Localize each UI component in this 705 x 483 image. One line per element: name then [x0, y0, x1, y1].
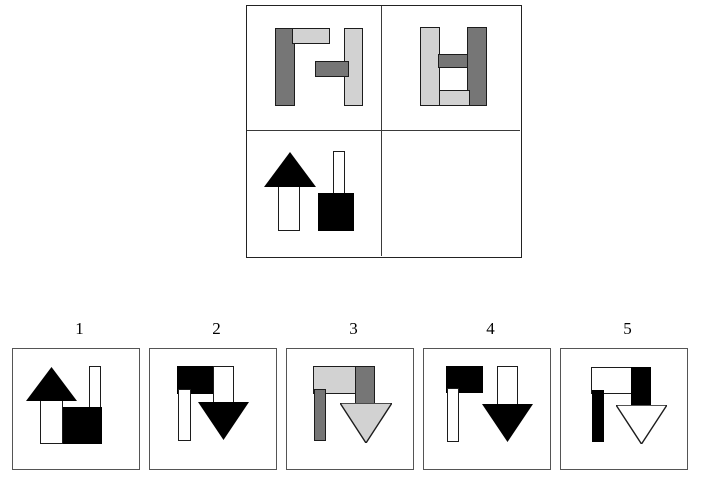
arrow-down-white-head — [616, 405, 667, 444]
option-5-number: 5 — [623, 319, 632, 338]
rect-white — [591, 367, 633, 394]
option-2-number: 2 — [212, 319, 221, 338]
option-5: 5 — [560, 318, 695, 483]
vertical-bar-dark — [314, 389, 326, 441]
vertical-bar-dark — [275, 28, 295, 106]
arrow-down-black-head — [482, 404, 533, 442]
matrix-cell-bottom-left[interactable] — [247, 131, 382, 256]
matrix-cell-top-left[interactable] — [247, 6, 382, 131]
answer-options-row: 1 2 — [0, 318, 705, 483]
arrow-up-black-head — [26, 367, 77, 401]
option-1: 1 — [12, 318, 147, 483]
matrix-cell-top-right[interactable] — [382, 6, 520, 131]
rect-black — [631, 367, 651, 409]
vertical-bar-white — [447, 388, 459, 442]
rect-white — [213, 366, 234, 406]
option-4-box[interactable] — [423, 348, 551, 470]
option-1-box[interactable] — [12, 348, 140, 470]
shaft-white — [278, 184, 300, 231]
arrow-up-black-head — [264, 152, 316, 187]
shaft-white — [40, 399, 63, 444]
horizontal-bar-dark — [315, 61, 349, 77]
horizontal-bar-dark — [438, 54, 470, 68]
rect-dark — [355, 366, 375, 408]
square-black — [63, 407, 102, 444]
option-2-box[interactable] — [149, 348, 277, 470]
vertical-bar-white — [89, 366, 101, 410]
option-1-number: 1 — [75, 319, 84, 338]
matrix-frame — [246, 5, 522, 258]
arrow-down-black-head — [198, 402, 249, 440]
vertical-bar-dark — [467, 27, 487, 106]
horizontal-bar-light — [439, 90, 470, 106]
matrix-cell-bottom-right-empty[interactable] — [382, 131, 520, 256]
option-5-box[interactable] — [560, 348, 688, 470]
arrow-down-light-head — [340, 403, 392, 443]
option-2: 2 — [149, 318, 284, 483]
option-3-number: 3 — [349, 319, 358, 338]
rect-white — [497, 366, 518, 408]
vertical-bar-white — [178, 389, 191, 441]
option-3-box[interactable] — [286, 348, 414, 470]
square-black — [318, 193, 354, 231]
vertical-bar-light — [420, 27, 440, 106]
option-4: 4 — [423, 318, 558, 483]
horizontal-bar-light — [292, 28, 330, 44]
vertical-bar-black — [592, 390, 604, 442]
option-3: 3 — [286, 318, 421, 483]
option-4-number: 4 — [486, 319, 495, 338]
vertical-bar-white — [333, 151, 345, 199]
